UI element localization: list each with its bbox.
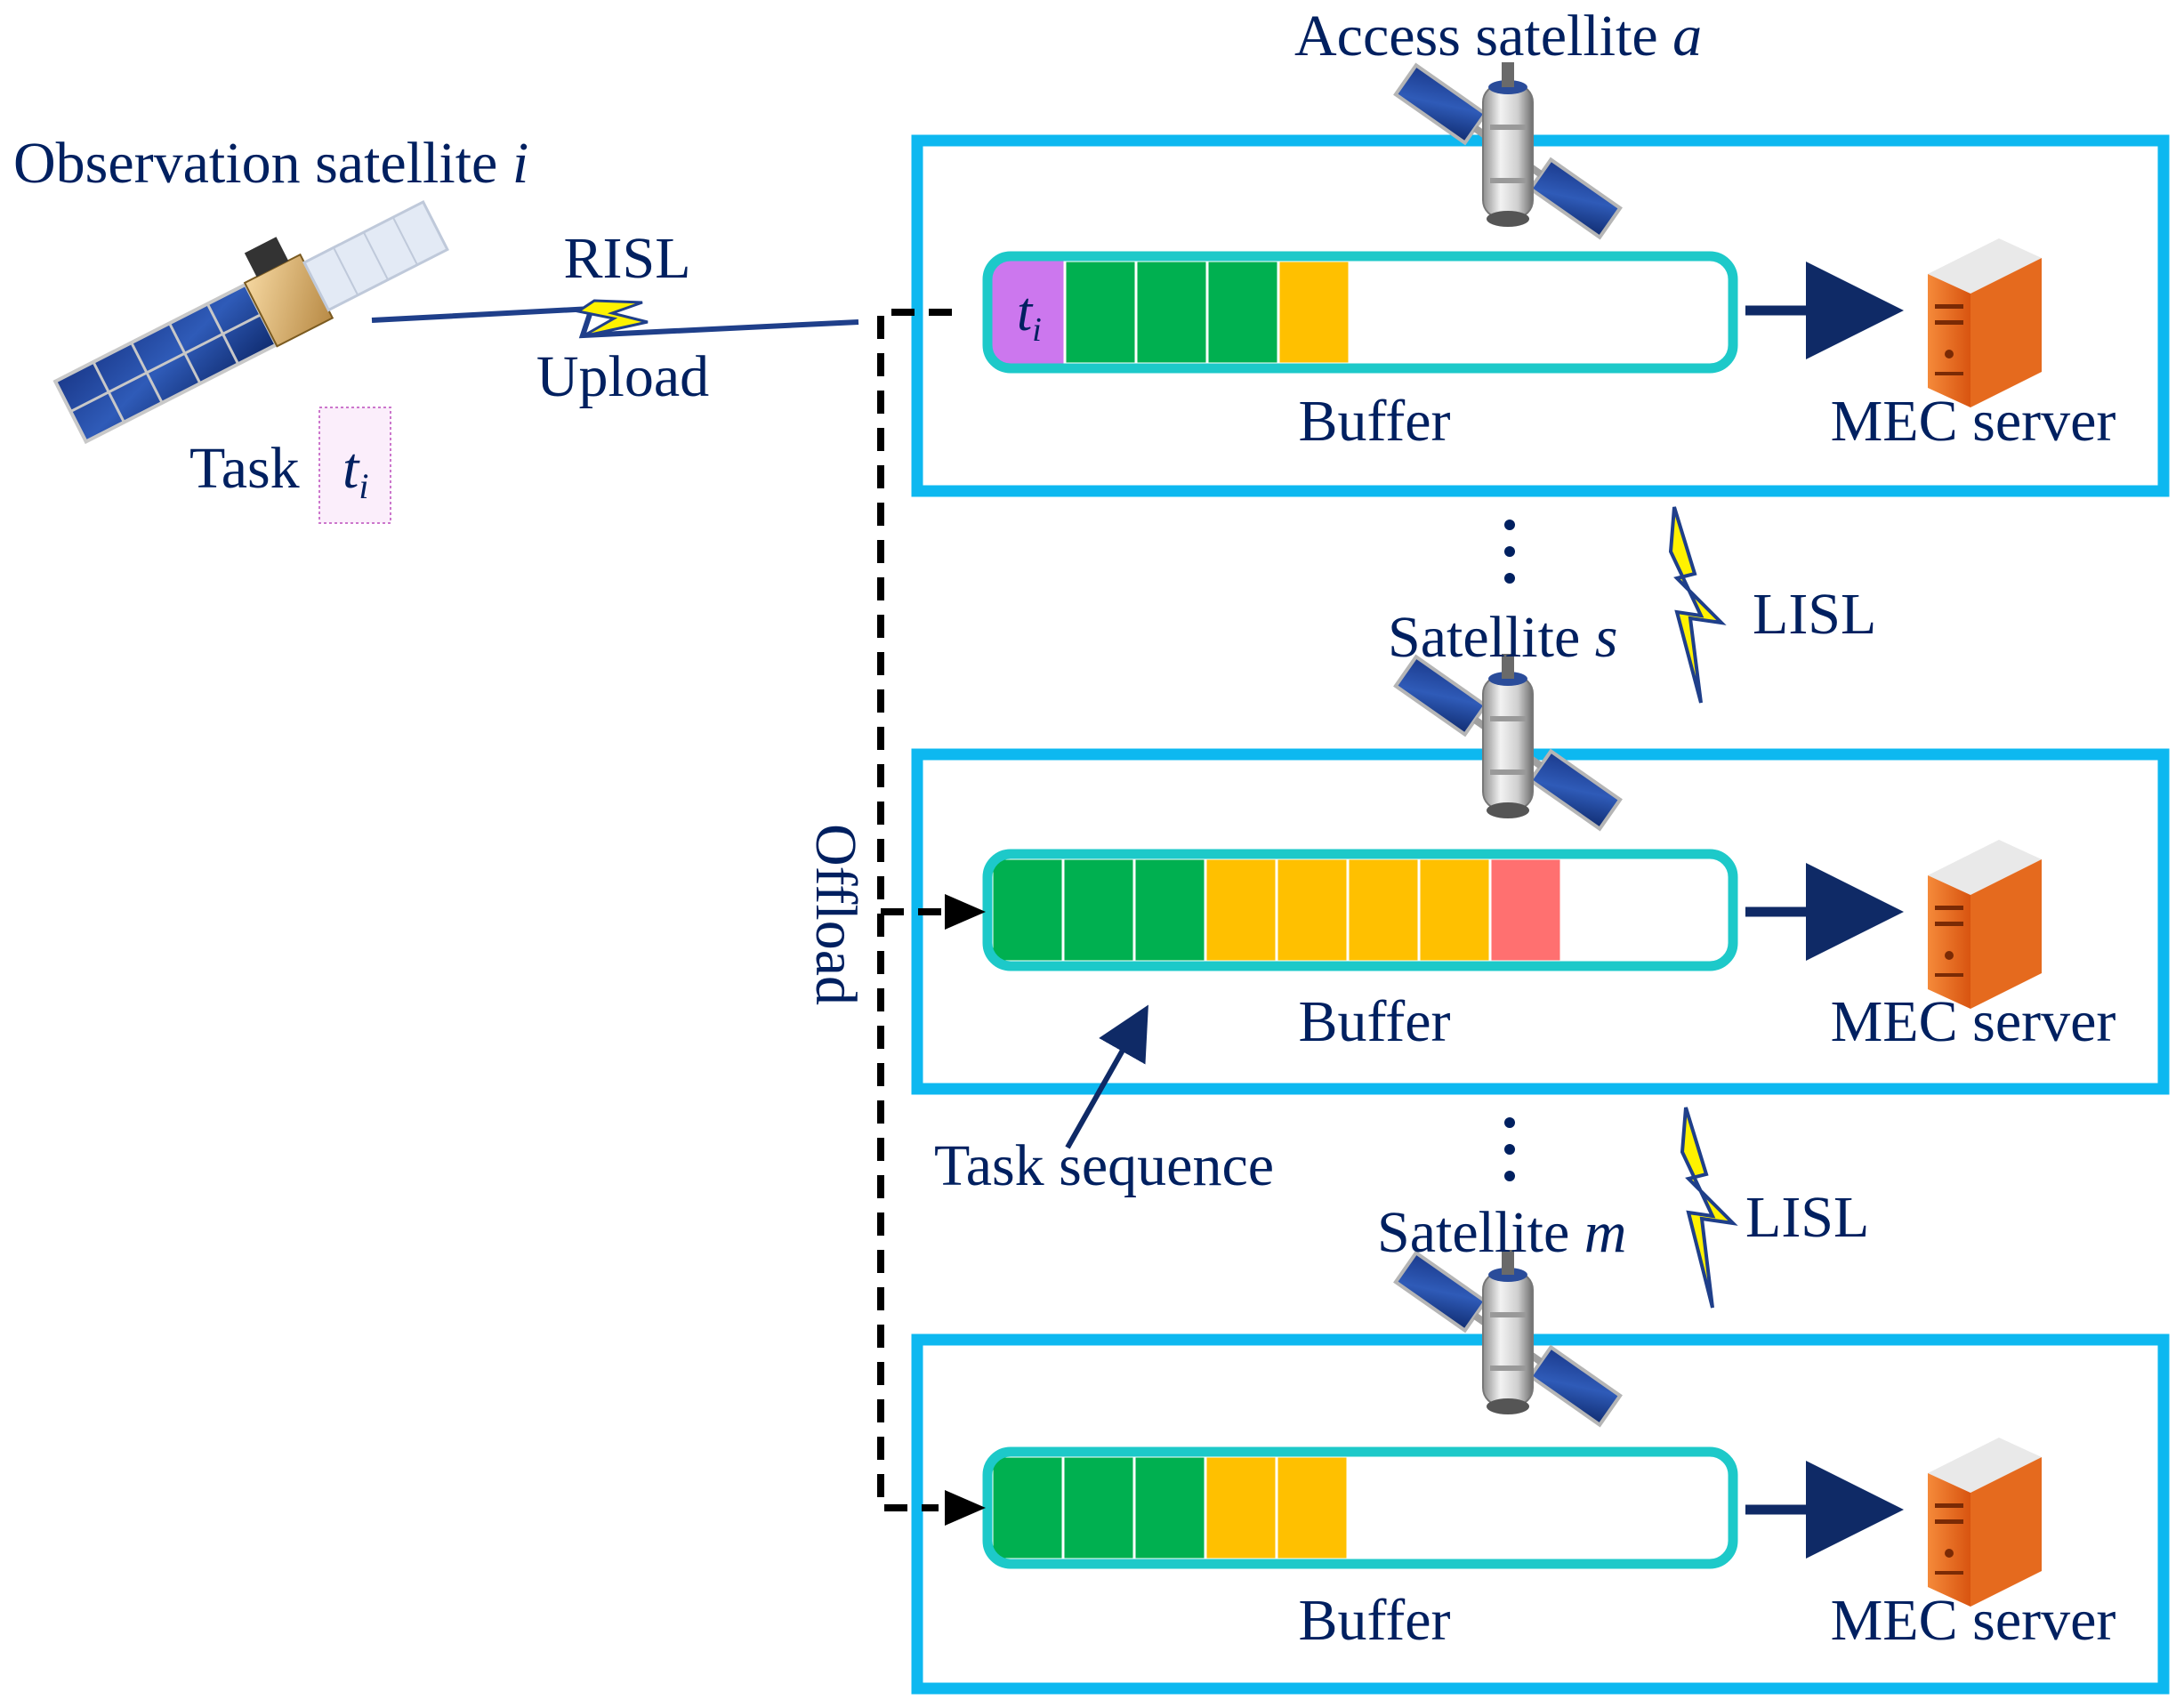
server-label-3: MEC server xyxy=(1831,1588,2116,1653)
observation-title-var: i xyxy=(512,131,528,196)
task-label: Task xyxy=(189,436,300,501)
buffer-slot-green xyxy=(990,857,1065,963)
ellipsis-2 xyxy=(1504,1117,1515,1181)
buffer-slot-green xyxy=(1061,857,1136,963)
server-label-1: MEC server xyxy=(1831,389,2116,454)
satellite-m-title: Satellite m xyxy=(1377,1200,1626,1265)
buffer-slot-green xyxy=(1061,1454,1136,1561)
panel-satellite-m xyxy=(911,1333,2170,1695)
queued-task-var: t xyxy=(1017,282,1034,342)
buffer-label-2: Buffer xyxy=(1298,989,1450,1054)
offload-arrowhead-m xyxy=(945,1490,986,1526)
observation-satellite-icon xyxy=(52,199,449,445)
buffer-slot-yellow xyxy=(1346,857,1421,963)
risl-label: RISL xyxy=(563,226,690,291)
buffer-slot-yellow xyxy=(1417,857,1492,963)
access-satellite-body xyxy=(1482,62,1534,227)
buffer-label-3: Buffer xyxy=(1298,1588,1450,1653)
buffer-3 xyxy=(982,1446,1738,1569)
buffer-slot-yellow xyxy=(1204,857,1278,963)
buffer-slot-green xyxy=(1132,1454,1207,1561)
buffer-slot-green xyxy=(1132,857,1207,963)
observation-title-text: Observation satellite xyxy=(13,131,497,196)
buffer-slot-yellow xyxy=(1204,1454,1278,1561)
buffer-slot-green xyxy=(1063,259,1138,366)
satellite-m-name: Satellite xyxy=(1377,1200,1569,1265)
buffer-slot-green xyxy=(1205,259,1280,366)
upload-label: Upload xyxy=(536,344,709,409)
satellite-m-var: m xyxy=(1584,1200,1627,1265)
buffer-slot-yellow xyxy=(1275,1454,1350,1561)
ellipsis-1 xyxy=(1504,520,1515,584)
buffer-outline xyxy=(982,1446,1738,1569)
server-row-1 xyxy=(1745,238,2042,407)
task-sequence-arrow xyxy=(1065,1004,1148,1149)
task-box xyxy=(318,407,391,524)
buffer-slot-green xyxy=(990,1454,1065,1561)
observation-title: Observation satellite i xyxy=(13,131,528,196)
buffer-slot-red xyxy=(1488,857,1563,963)
lisl-1-lightning-icon xyxy=(1668,506,1727,704)
task-var-sub: i xyxy=(359,466,368,506)
task-var-t: t xyxy=(343,436,360,501)
satellite-s-name: Satellite xyxy=(1388,605,1580,670)
server-icon xyxy=(1928,1438,2042,1607)
access-satellite-title: Access satellite a xyxy=(1294,4,1702,68)
lisl-2-lightning-icon xyxy=(1680,1107,1738,1309)
offload-arrowhead-s xyxy=(945,894,986,930)
buffer-label-1: Buffer xyxy=(1298,389,1450,454)
task-sequence-label: Task sequence xyxy=(934,1133,1274,1198)
panel-satellite-s xyxy=(911,748,2170,1095)
queued-task-slot xyxy=(992,261,1065,364)
server-icon xyxy=(1928,840,2042,1009)
satellite-s-title: Satellite s xyxy=(1388,605,1617,670)
queued-task-sub: i xyxy=(1032,311,1042,349)
buffer-outline xyxy=(982,849,1738,971)
buffer-outline xyxy=(982,251,1738,374)
risl-lightning-icon xyxy=(575,299,649,338)
server-row-2 xyxy=(1745,840,2042,1009)
buffer-2 xyxy=(982,849,1738,971)
buffers: ti xyxy=(982,251,1738,1569)
offload-label: Offload xyxy=(803,824,868,1005)
buffer-slot-yellow xyxy=(1275,857,1350,963)
buffer-slot-green xyxy=(1134,259,1209,366)
risl-link xyxy=(371,305,859,339)
satellite-s-var: s xyxy=(1595,605,1618,670)
queued-task-label: ti xyxy=(1017,282,1042,349)
satellite-s-body xyxy=(1482,654,1534,818)
panel-access xyxy=(911,134,2170,497)
satellite-m-body xyxy=(1482,1250,1534,1414)
access-satellite-var: a xyxy=(1672,4,1702,68)
server-label-2: MEC server xyxy=(1831,989,2116,1054)
server-row-3 xyxy=(1745,1438,2042,1607)
lisl-label-2: LISL xyxy=(1745,1185,1869,1250)
buffer-1: ti xyxy=(982,251,1738,374)
task-var: ti xyxy=(343,436,368,506)
lisl-label-1: LISL xyxy=(1753,582,1876,647)
buffer-slot-yellow xyxy=(1277,259,1351,366)
server-icon xyxy=(1928,238,2042,407)
access-satellite-name: Access satellite xyxy=(1294,4,1658,68)
